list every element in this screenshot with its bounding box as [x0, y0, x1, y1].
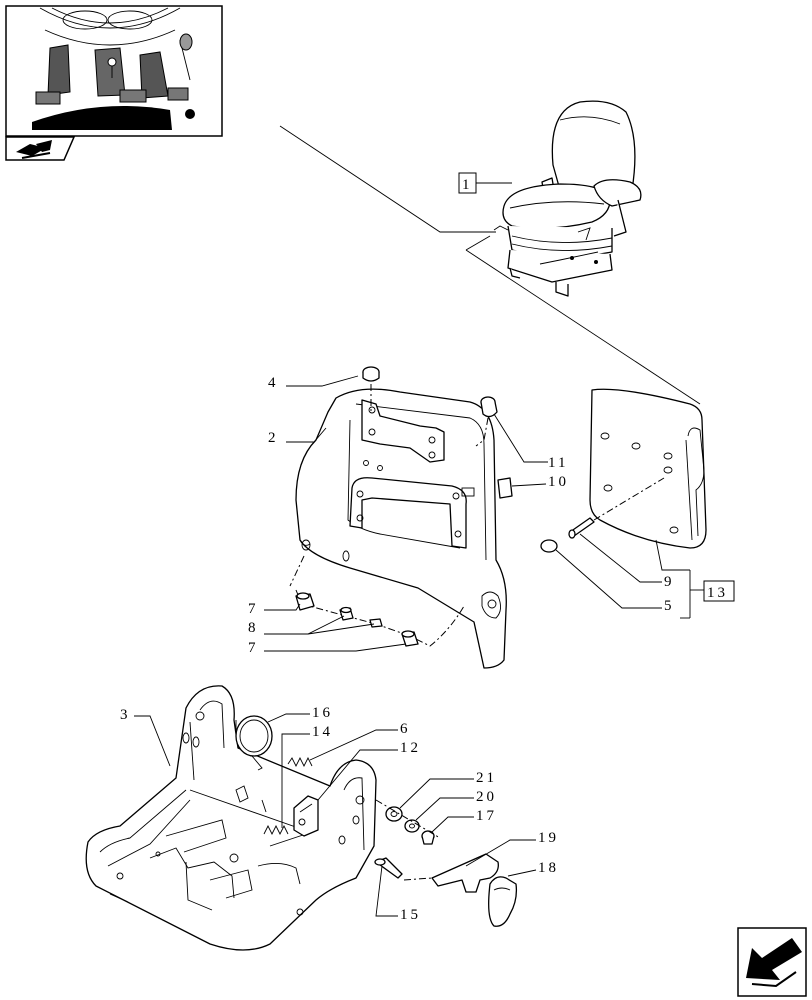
- washer-part-5: [540, 539, 558, 553]
- svg-text:9: 9: [664, 574, 675, 590]
- callout-8: 8: [248, 615, 375, 636]
- svg-text:3: 3: [120, 707, 131, 723]
- svg-text:8: 8: [248, 620, 259, 636]
- callout-7-upper: 7: [248, 601, 301, 617]
- callout-21: 21: [399, 770, 497, 809]
- svg-text:6: 6: [400, 721, 411, 737]
- svg-text:19: 19: [538, 830, 559, 846]
- seat-base-frame-part: [85, 685, 377, 951]
- washer-part-21: [385, 806, 403, 822]
- guide-line-upper: [279, 125, 496, 233]
- callout-2: 2: [268, 427, 327, 446]
- callout-12: 12: [317, 740, 421, 801]
- lever-part-19: [403, 853, 499, 893]
- callout-20: 20: [415, 789, 497, 821]
- callout-13: 13: [655, 539, 735, 619]
- callout-19: 19: [465, 830, 559, 867]
- bushing-part-11: [475, 396, 498, 447]
- callout-6: 6: [309, 721, 411, 761]
- svg-text:12: 12: [400, 740, 421, 756]
- svg-text:21: 21: [476, 770, 497, 786]
- callout-7-lower: 7: [248, 640, 407, 656]
- svg-text:13: 13: [707, 585, 728, 601]
- nut-part-17: [421, 830, 435, 845]
- callout-17: 17: [431, 808, 497, 833]
- svg-text:5: 5: [664, 598, 675, 614]
- screw-part-9: [568, 477, 665, 539]
- washer-part-20: [404, 819, 420, 833]
- guide-line-lower: [465, 249, 701, 405]
- backrest-cushion-part-13: [589, 388, 707, 549]
- callout-18: 18: [507, 860, 559, 877]
- callout-14: 14: [281, 724, 333, 828]
- spring-part-14: [263, 824, 289, 836]
- svg-text:4: 4: [268, 375, 279, 391]
- ring-spring-part-16: [235, 715, 273, 771]
- svg-text:2: 2: [268, 430, 279, 446]
- handle-part-18: [488, 876, 518, 927]
- svg-text:15: 15: [400, 907, 421, 923]
- callout-10: 10: [511, 474, 569, 490]
- spring-part-6: [287, 756, 313, 768]
- callout-16: 16: [267, 705, 333, 723]
- callout-5: 5: [555, 549, 675, 614]
- next-page-button[interactable]: [737, 927, 807, 997]
- svg-text:7: 7: [248, 601, 259, 617]
- latch-part-12: [293, 795, 319, 837]
- svg-text:7: 7: [248, 640, 259, 656]
- svg-text:18: 18: [538, 860, 559, 876]
- svg-text:10: 10: [548, 474, 569, 490]
- pin-part-15: [374, 857, 403, 879]
- tractor-cab-thumbnail-icon: [32, 7, 195, 130]
- callout-3: 3: [120, 707, 171, 767]
- backrest-frame-part: [295, 388, 507, 669]
- svg-text:11: 11: [548, 455, 568, 471]
- svg-text:1: 1: [462, 177, 473, 193]
- seat-assembly-illustration: [493, 100, 642, 297]
- svg-text:14: 14: [312, 724, 333, 740]
- callout-4: 4: [268, 375, 359, 391]
- clip-part-10: [497, 477, 513, 499]
- book-arrow-icon: [16, 140, 52, 159]
- callout-15: 15: [375, 865, 421, 923]
- svg-text:17: 17: [476, 808, 497, 824]
- cap-part-4: [362, 366, 380, 412]
- callout-1: 1: [458, 172, 512, 194]
- callout-9: 9: [579, 533, 675, 590]
- callout-11: 11: [493, 413, 568, 471]
- overview-thumbnail[interactable]: [5, 5, 223, 137]
- svg-text:16: 16: [312, 705, 333, 721]
- section-tab[interactable]: [5, 136, 76, 161]
- svg-text:20: 20: [476, 789, 497, 805]
- next-page-arrow-icon: [746, 938, 802, 988]
